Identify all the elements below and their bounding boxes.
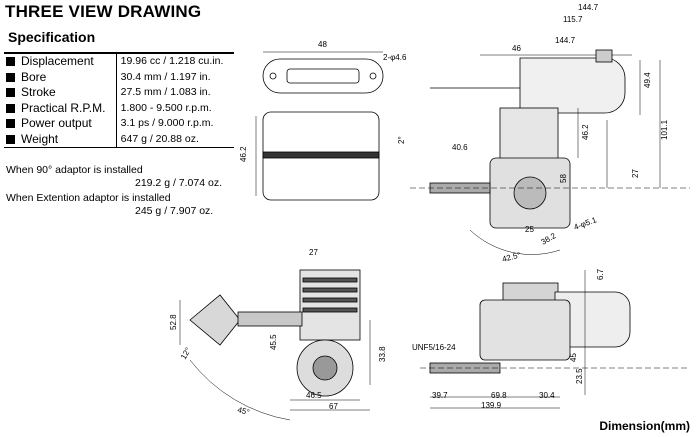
spec-value: 647 g / 20.88 oz. [116,131,234,148]
dim-46: 46 [512,44,521,53]
engine-front-view [179,269,371,421]
dim-27b: 27 [309,248,318,257]
dim-46-2b: 46.2 [581,124,590,140]
dim-39-7: 39.7 [432,391,448,400]
spec-value: 27.5 mm / 1.083 in. [120,86,211,98]
extension-value: 245 g / 7.907 oz. [135,205,214,217]
dim-115-7: 115.7 [563,15,583,24]
dimension-unit-label: Dimension(mm) [599,419,690,433]
spec-row: Bore 30.4 mm / 1.197 in. [4,69,234,85]
dim-67: 67 [329,402,338,411]
spec-label: Bore [21,69,47,84]
dim-12-deg: 12° [179,346,193,361]
thread-unf: UNF5/16-24 [412,343,456,352]
spec-row: Power output 3.1 ps / 9.000 r.p.m. [4,116,234,132]
engine-top-view [410,49,690,255]
spec-row: Practical R.P.M. 1.800 - 9.500 r.p.m. [4,100,234,116]
engine-side-view [420,270,690,409]
dim-23-5: 23.5 [575,368,584,384]
spec-label: Displacement [21,54,94,68]
spec-heading: Specification [8,29,96,45]
dim-46-2: 46.2 [239,146,248,162]
spec-table: Displacement 19.96 cc / 1.218 cu.in. Bore… [4,52,234,148]
bullet-square-icon [6,57,15,66]
spec-value: 1.800 - 9.500 r.p.m. [120,101,212,114]
dim-101-1: 101.1 [660,119,669,140]
dim-38-2: 38.2 [540,231,558,247]
muffler-side-view [255,111,380,201]
dim-144-7b: 144.7 [555,36,576,45]
bullet-square-icon [6,88,15,97]
dim-42-5-deg: 42.5° [501,250,521,264]
drawing-title: THREE VIEW DRAWING [5,2,202,21]
dim-2-phi4-6: 2-φ4.6 [383,53,407,62]
dim-4-phi5-1: 4-φ5.1 [573,215,599,232]
spec-row: Weight 647 g / 20.88 oz. [4,131,234,148]
dim-2-deg: 2° [397,136,406,144]
dim-45-5: 45.5 [269,334,278,350]
dim-45-deg: 45° [236,405,250,417]
spec-row: Displacement 19.96 cc / 1.218 cu.in. [4,52,234,70]
extension-label: When Extention adaptor is installed [6,192,171,204]
dim-52-8: 52.8 [169,314,178,330]
dim-25: 25 [525,225,534,234]
dim-46-5: 46.5 [306,391,322,400]
spec-label: Weight [21,131,59,146]
dim-45: 45 [569,353,578,362]
dim-139-9: 139.9 [481,401,502,410]
dim-6-7: 6.7 [596,268,605,280]
adaptor90-value: 219.2 g / 7.074 oz. [135,177,222,189]
dim-33-8: 33.8 [378,346,387,362]
dim-58: 58 [559,174,568,183]
spec-value: 19.96 cc / 1.218 cu.in. [116,52,234,70]
bullet-square-icon [6,119,15,128]
dim-30-4: 30.4 [539,391,555,400]
spec-row: Stroke 27.5 mm / 1.083 in. [4,85,234,101]
dim-49-4: 49.4 [643,72,652,88]
spec-value: 30.4 mm / 1.197 in. [120,70,211,83]
mount-plate-view [262,51,384,94]
bullet-square-icon [6,103,15,113]
spec-label: Practical R.P.M. [21,100,106,115]
spec-label: Stroke [21,85,56,99]
dim-144-7a: 144.7 [578,3,599,12]
dim-40-6: 40.6 [452,143,468,152]
adaptor90-label: When 90° adaptor is installed [6,164,143,176]
dim-27a: 27 [631,169,640,178]
dim-69-8: 69.8 [491,391,507,400]
spec-label: Power output [21,116,92,130]
dim-48: 48 [318,40,327,49]
bullet-square-icon [6,134,15,144]
spec-value: 3.1 ps / 9.000 r.p.m. [120,117,214,129]
bullet-square-icon [6,72,15,82]
